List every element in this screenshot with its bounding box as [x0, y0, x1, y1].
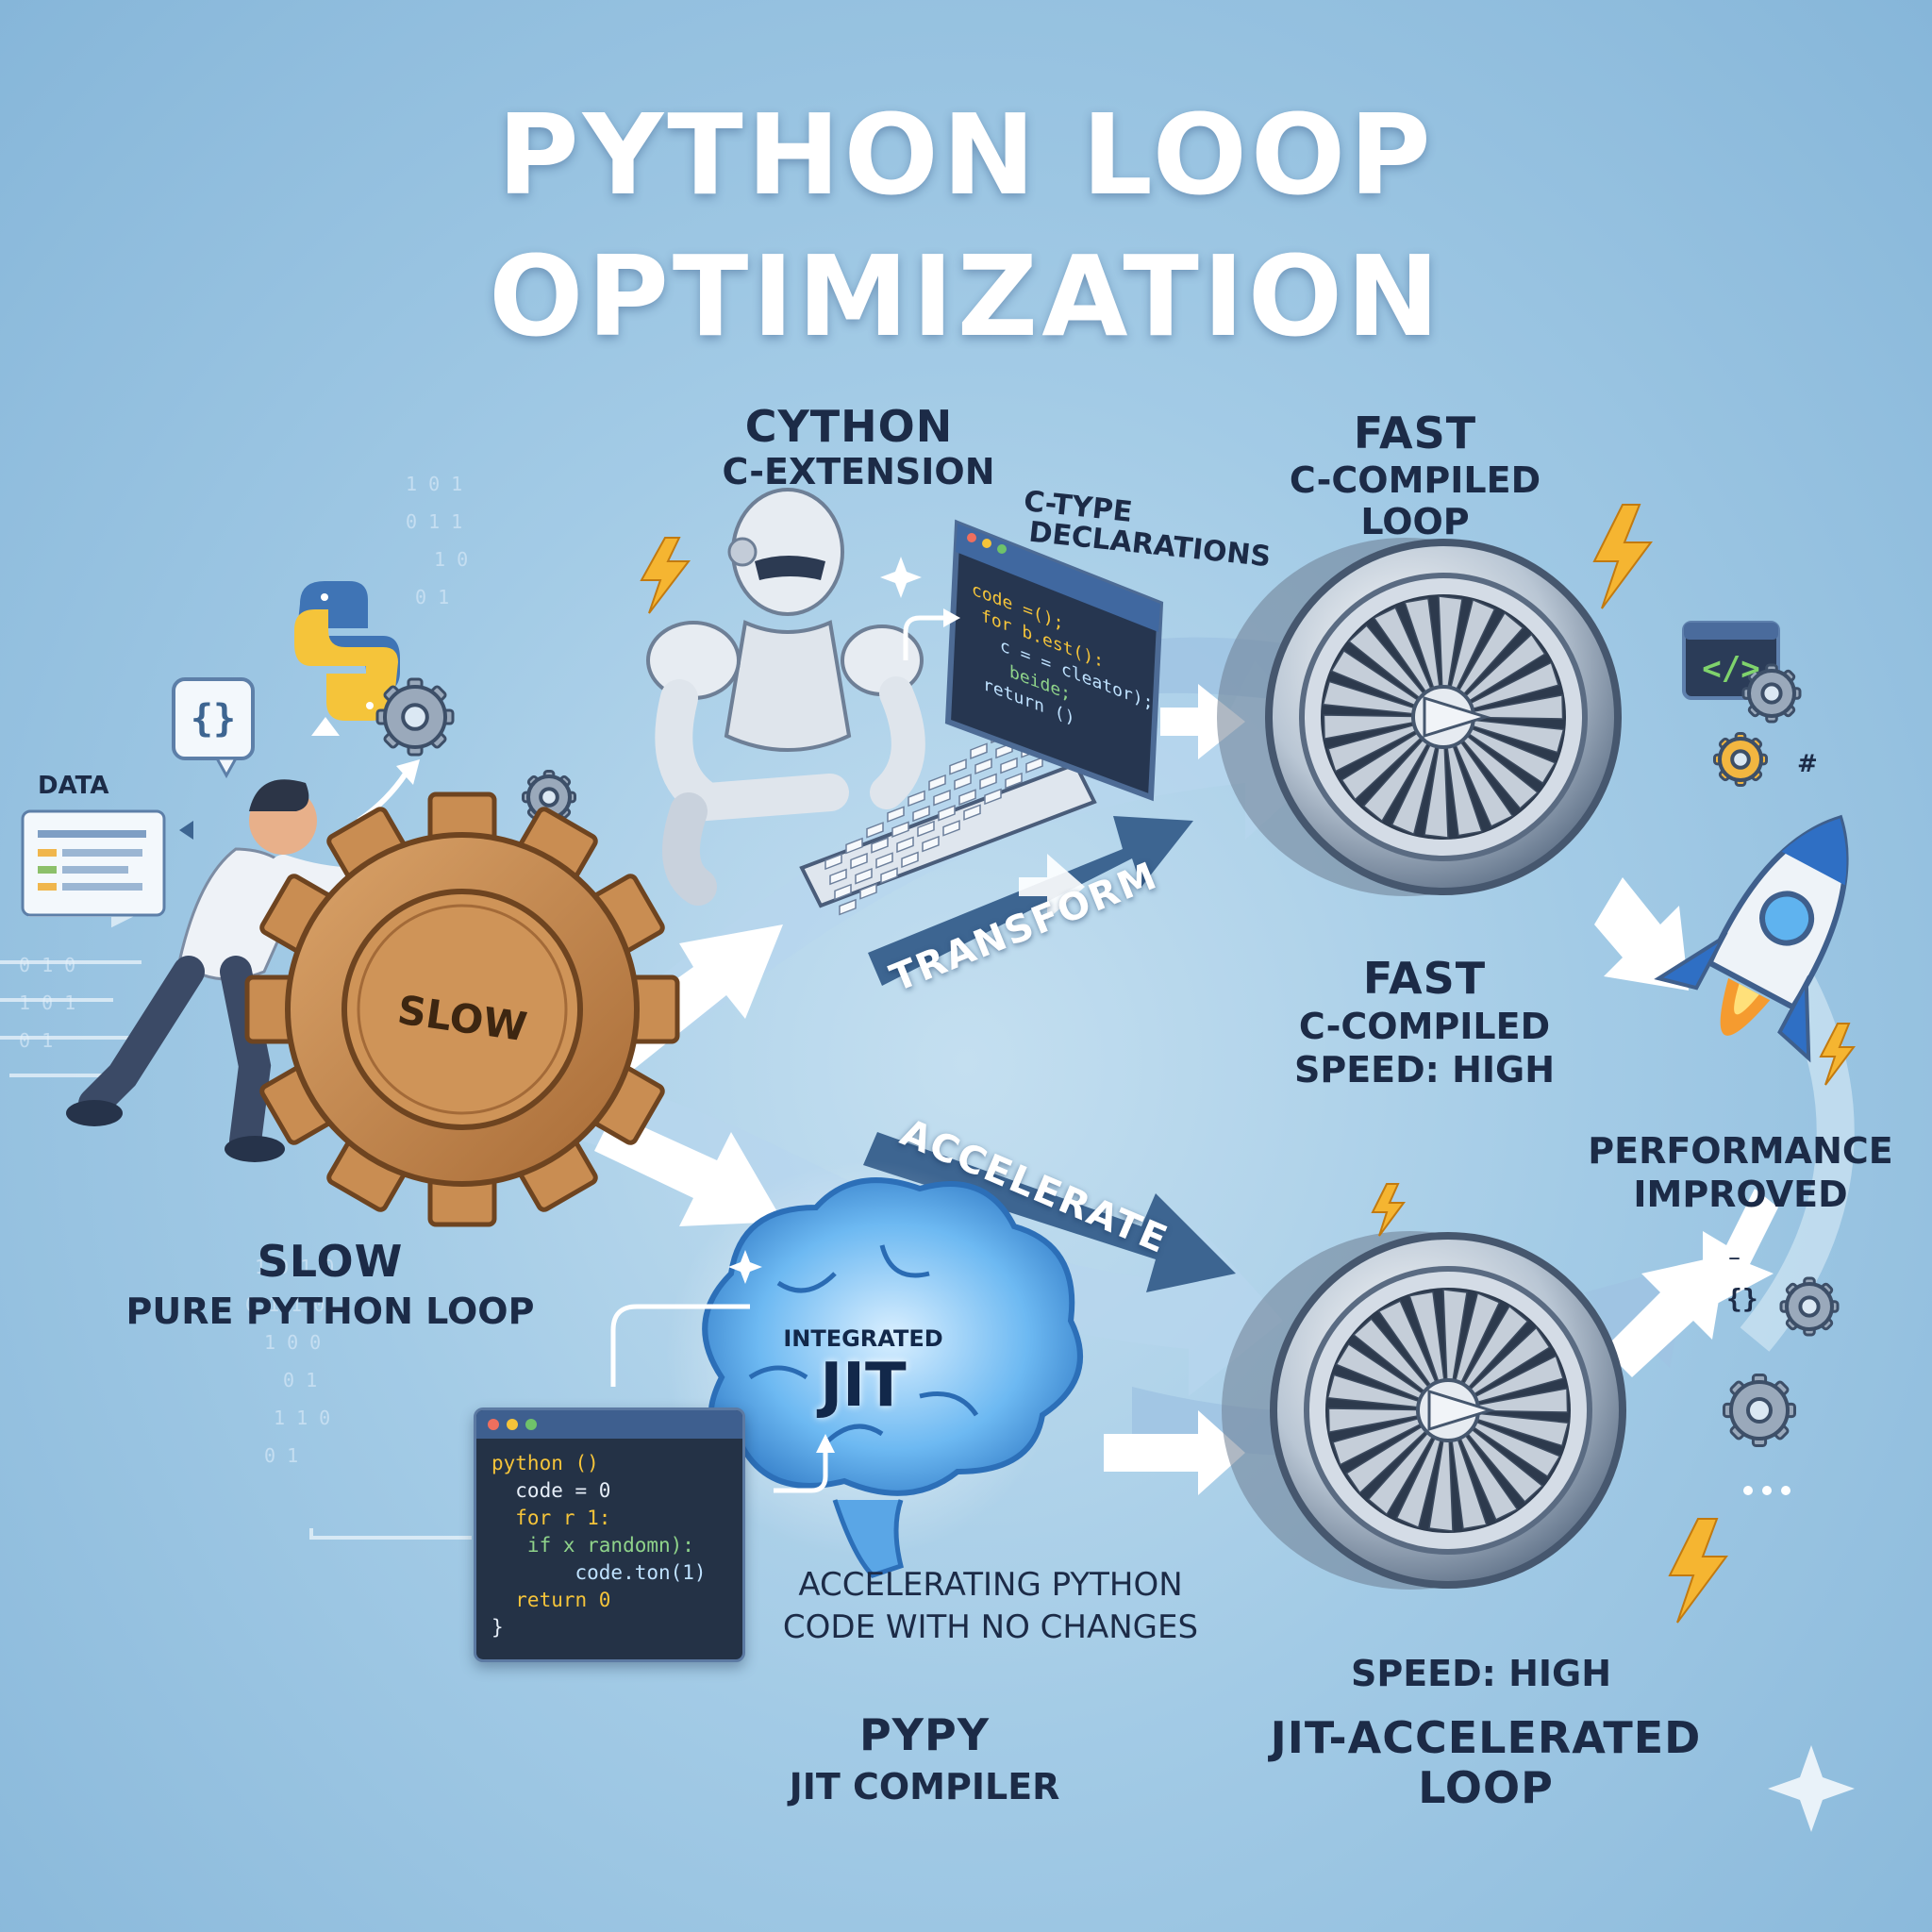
- accel-caption-line-2: CODE WITH NO CHANGES: [782, 1608, 1199, 1646]
- white-arrows: [594, 684, 1778, 1495]
- up-arrow-icon: [311, 717, 340, 736]
- maximize-dot-icon: [525, 1419, 537, 1430]
- svg-text:1 0 1: 1 0 1: [19, 991, 75, 1014]
- svg-text:0 1: 0 1: [19, 1029, 53, 1052]
- page-title-line-2: OPTIMIZATION: [489, 231, 1443, 361]
- brain-line-2: JIT: [820, 1351, 907, 1421]
- svg-text:0 1 1 0: 0 1 1 0: [245, 1293, 325, 1316]
- code-line: }: [491, 1616, 504, 1639]
- slow-subheading: PURE PYTHON LOOP: [125, 1291, 535, 1332]
- gear-icon: [375, 677, 455, 757]
- slow-heading: SLOW: [257, 1236, 404, 1287]
- jit-speed-label: SPEED: HIGH: [1350, 1653, 1612, 1694]
- fast-top-line-2: LOOP: [1360, 501, 1470, 542]
- gear-icon: [1723, 1374, 1796, 1447]
- lightning-icons: [640, 504, 1856, 1624]
- svg-text:0 1 0: 0 1 0: [19, 954, 75, 976]
- code-tag-icon: </>: [1702, 650, 1760, 688]
- svg-text:0 1: 0 1: [283, 1369, 317, 1391]
- braces-bubble: [172, 677, 255, 779]
- cython-heading: CYTHON: [744, 401, 954, 452]
- svg-text:1 0: 1 0: [434, 548, 468, 571]
- svg-text:0 1 1: 0 1 1: [406, 510, 462, 533]
- python-logo-icon: [294, 581, 400, 721]
- sparkle-icons: [728, 557, 1855, 1832]
- slow-wooden-gear-icon: [244, 791, 680, 1227]
- curved-arrow-icon: [903, 615, 948, 660]
- jit-brain-icon: [665, 1160, 1083, 1578]
- gear-icon: [1713, 732, 1768, 787]
- pypy-subheading: JIT COMPILER: [789, 1766, 1060, 1807]
- svg-text:1 0 1 0: 1 0 1 0: [255, 1256, 334, 1278]
- code-line: if x randomn):: [491, 1534, 694, 1557]
- page-title-line-1: PYTHON LOOP: [497, 90, 1435, 220]
- binary-streams: 1 0 1 0 1 1 1 0 0 1 0 1 0 1 0 1 0 1 1 0 1 0 0 …: [19, 473, 468, 1467]
- svg-text:1 1 0: 1 1 0: [274, 1407, 330, 1429]
- performance-line-2: IMPROVED: [1633, 1174, 1848, 1215]
- gear-icon: [1779, 1276, 1840, 1337]
- fast-top-line-1: C-COMPILED: [1289, 459, 1541, 501]
- minimize-dot-icon: [507, 1419, 518, 1430]
- turbine-top-icon: [1217, 538, 1622, 896]
- code-line: python (): [491, 1452, 599, 1474]
- keyboard-icon: [799, 679, 1097, 916]
- gear-icon: [1741, 663, 1802, 724]
- code-line: for r 1:: [491, 1507, 611, 1529]
- code-window-titlebar: [476, 1410, 742, 1439]
- rocket-icon: [1654, 814, 1849, 1063]
- svg-text:0 1: 0 1: [264, 1444, 298, 1467]
- close-dot-icon: [488, 1419, 499, 1430]
- fast-top-heading: FAST: [1353, 408, 1477, 458]
- dash-small-icon: –: [1728, 1243, 1740, 1272]
- svg-text:0 1: 0 1: [415, 586, 449, 608]
- jit-line-2: LOOP: [1418, 1762, 1554, 1813]
- cython-monitor-icon: [944, 519, 1164, 802]
- dark-arrows: [863, 816, 1236, 1292]
- braces-small-icon: {}: [1726, 1283, 1758, 1314]
- fast-mid-line-1: C-COMPILED: [1298, 1006, 1551, 1047]
- cython-subheading: C-EXTENSION: [722, 451, 995, 492]
- svg-text:1 0 1: 1 0 1: [406, 473, 462, 495]
- curved-arrow-icon: [610, 1304, 750, 1387]
- code-line: code.ton(1): [491, 1561, 707, 1584]
- performance-line-1: PERFORMANCE: [1588, 1130, 1893, 1172]
- jit-line-1: JIT-ACCELERATED: [1270, 1712, 1702, 1763]
- braces-icon: {}: [190, 697, 237, 741]
- turbine-bottom-icon: [1222, 1231, 1626, 1590]
- pypy-heading: PYPY: [858, 1709, 991, 1760]
- svg-text:1 0 0: 1 0 0: [264, 1331, 321, 1354]
- brain-line-1: INTEGRATED: [783, 1325, 943, 1352]
- fast-mid-heading: FAST: [1362, 953, 1487, 1004]
- robot-icon: [646, 488, 925, 906]
- pypy-code-window: python () code = 0 for r 1: if x randomn…: [474, 1407, 745, 1662]
- data-label: DATA: [38, 772, 109, 800]
- code-line: return 0: [491, 1589, 611, 1611]
- code-line: code = 0: [491, 1479, 611, 1502]
- hash-small-icon: #: [1797, 750, 1818, 778]
- accel-caption-line-1: ACCELERATING PYTHON: [798, 1566, 1183, 1604]
- data-card: [21, 809, 193, 917]
- fast-mid-line-2: SPEED: HIGH: [1293, 1049, 1556, 1091]
